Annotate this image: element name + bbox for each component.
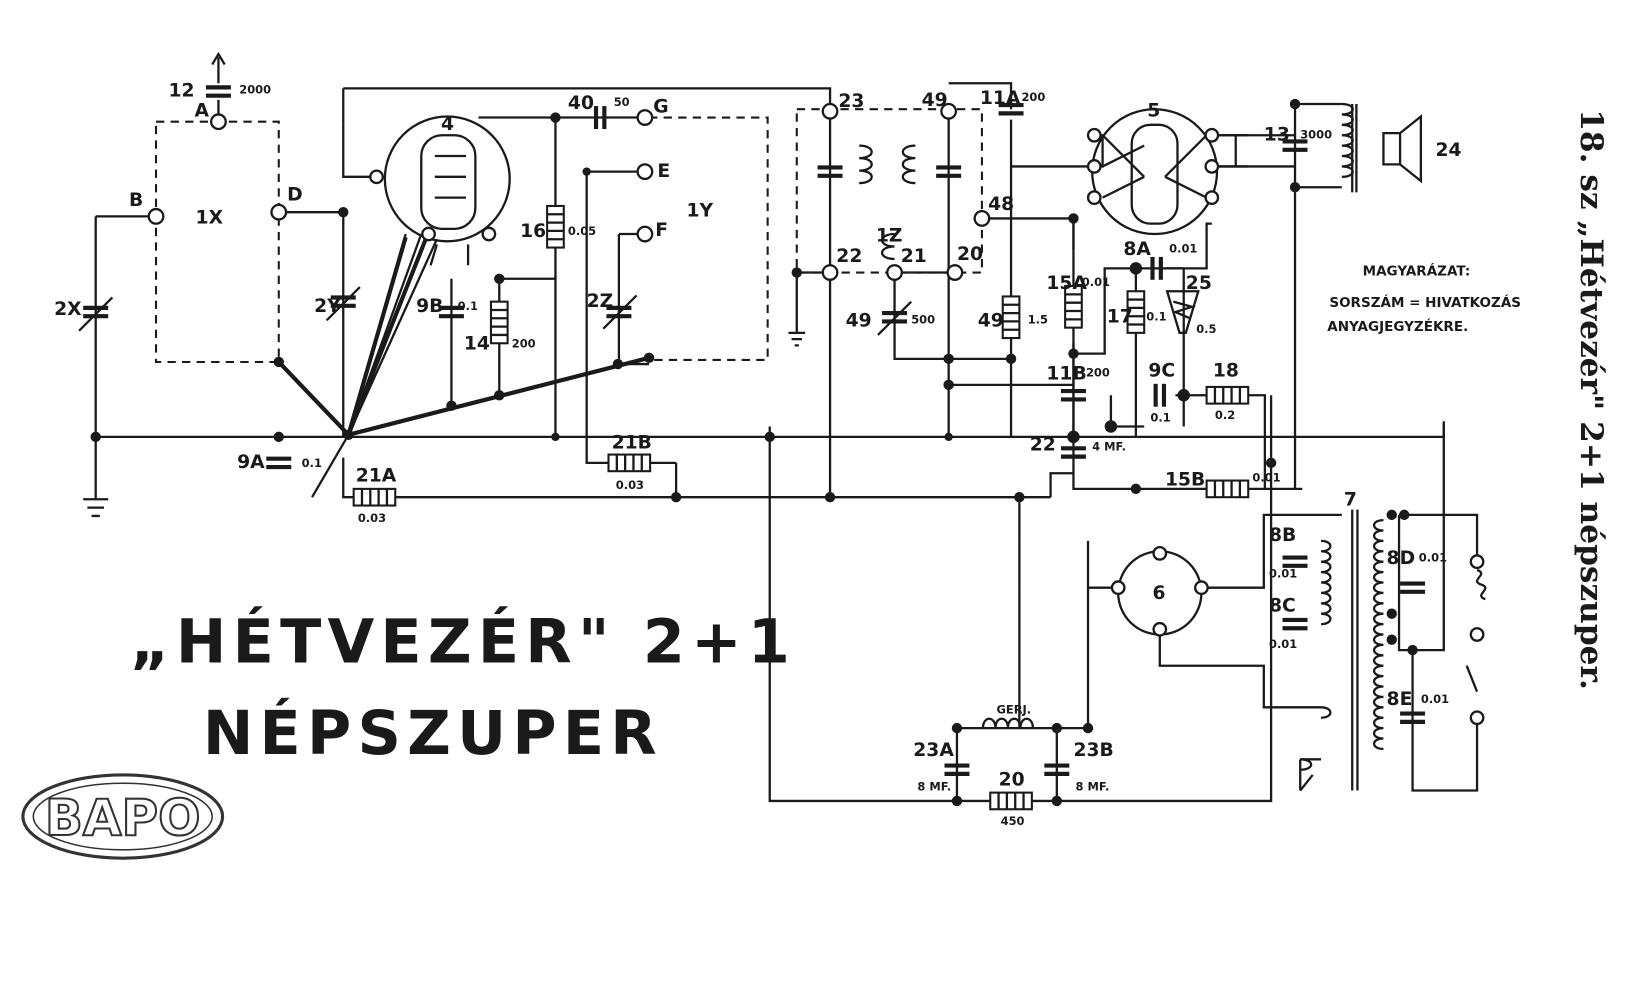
side-title: 18. sz „Hétvezér" 2+1 népszuper. [1573, 109, 1609, 690]
svg-text:7: 7 [1344, 490, 1357, 511]
svg-text:0.1: 0.1 [1146, 309, 1166, 323]
schematic-title: „HÉTVEZÉR" 2+1 NÉPSZUPER [130, 606, 796, 770]
svg-text:0.01: 0.01 [1252, 471, 1280, 485]
svg-text:B: B [129, 190, 143, 211]
svg-text:22: 22 [836, 246, 862, 267]
svg-text:23B: 23B [1073, 740, 1113, 761]
svg-text:8D: 8D [1387, 548, 1416, 569]
svg-text:0.01: 0.01 [1421, 692, 1449, 706]
svg-text:0.05: 0.05 [568, 224, 596, 238]
svg-text:0.1: 0.1 [1150, 410, 1170, 424]
svg-text:8 MF.: 8 MF. [1076, 780, 1110, 794]
svg-text:2X: 2X [54, 299, 82, 320]
svg-text:D: D [287, 185, 303, 206]
svg-text:21A: 21A [356, 466, 397, 487]
svg-text:11B: 11B [1046, 364, 1086, 385]
svg-text:GERJ.: GERJ. [996, 703, 1031, 717]
svg-text:0.2: 0.2 [1215, 408, 1235, 422]
svg-text:49: 49 [846, 311, 872, 332]
svg-text:1Z: 1Z [876, 225, 903, 246]
svg-text:13: 13 [1264, 124, 1290, 145]
svg-text:SORSZÁM = HIVATKOZÁS: SORSZÁM = HIVATKOZÁS [1329, 293, 1521, 311]
svg-text:0.1: 0.1 [302, 456, 322, 470]
svg-text:8E: 8E [1387, 689, 1413, 710]
svg-text:20: 20 [999, 769, 1025, 790]
svg-text:50: 50 [614, 95, 630, 109]
svg-text:9C: 9C [1148, 361, 1175, 382]
svg-text:23: 23 [838, 91, 864, 112]
svg-text:14: 14 [464, 333, 490, 354]
svg-text:15A: 15A [1046, 273, 1087, 294]
svg-text:1Y: 1Y [687, 200, 714, 221]
svg-text:49: 49 [978, 311, 1004, 332]
svg-text:G: G [653, 96, 668, 117]
svg-text:0.1: 0.1 [458, 299, 478, 313]
svg-text:25: 25 [1186, 273, 1212, 294]
svg-text:12: 12 [169, 81, 195, 102]
svg-text:17: 17 [1107, 306, 1133, 327]
svg-text:49: 49 [922, 90, 948, 111]
terminals [147, 102, 1485, 726]
svg-text:9B: 9B [416, 296, 443, 317]
svg-text:A: A [195, 100, 210, 121]
svg-text:9A: 9A [237, 452, 265, 473]
svg-text:1.5: 1.5 [1028, 312, 1048, 326]
svg-text:500: 500 [911, 312, 935, 326]
svg-text:21: 21 [901, 246, 927, 267]
component-labels: 12 2000 A B 1X D 2X 4 40 50 G E F 1Y 16 0.05 2Y 9… [54, 81, 1461, 828]
svg-text:F: F [655, 220, 668, 241]
wiring [83, 82, 1479, 803]
svg-text:6: 6 [1153, 583, 1166, 604]
svg-text:4 MF.: 4 MF. [1092, 439, 1126, 453]
legend: MAGYARÁZAT: SORSZÁM = HIVATKOZÁS ANYAGJE… [1327, 262, 1521, 335]
svg-text:0.01: 0.01 [1169, 242, 1197, 256]
svg-text:E: E [657, 161, 670, 182]
svg-text:200: 200 [512, 336, 536, 350]
svg-text:0.01: 0.01 [1269, 637, 1297, 651]
svg-text:22: 22 [1030, 434, 1056, 455]
svg-text:0.01: 0.01 [1269, 566, 1297, 580]
svg-text:0.03: 0.03 [358, 511, 386, 525]
svg-text:40: 40 [568, 93, 594, 114]
svg-text:2Z: 2Z [587, 291, 614, 312]
speaker-24-icon [1382, 114, 1423, 184]
svg-text:48: 48 [988, 194, 1014, 215]
components [78, 51, 1487, 811]
svg-text:0.5: 0.5 [1196, 322, 1216, 336]
svg-text:8B: 8B [1269, 525, 1296, 546]
svg-text:200: 200 [1021, 90, 1045, 104]
svg-text:0.01: 0.01 [1419, 551, 1447, 565]
svg-text:8C: 8C [1269, 596, 1296, 617]
svg-text:24: 24 [1435, 140, 1461, 161]
svg-text:450: 450 [1001, 814, 1025, 828]
svg-text:BAPO: BAPO [45, 789, 201, 847]
svg-text:21B: 21B [612, 432, 652, 453]
svg-text:0.01: 0.01 [1082, 275, 1110, 289]
title-line-2: NÉPSZUPER [203, 697, 663, 769]
svg-text:18: 18 [1213, 361, 1239, 382]
svg-text:0.03: 0.03 [616, 478, 644, 492]
svg-text:8 MF.: 8 MF. [917, 780, 951, 794]
svg-text:2000: 2000 [239, 83, 271, 97]
svg-text:11A: 11A [980, 88, 1021, 109]
svg-text:23A: 23A [913, 740, 954, 761]
title-line-1: „HÉTVEZÉR" 2+1 [130, 606, 796, 678]
svg-text:3000: 3000 [1300, 127, 1332, 141]
tube-4 [383, 115, 511, 266]
tube-5 [1091, 108, 1249, 236]
svg-text:5: 5 [1147, 100, 1160, 121]
svg-text:2Y: 2Y [314, 296, 341, 317]
bapo-logo: BAPO [21, 773, 225, 860]
svg-text:8A: 8A [1123, 239, 1151, 260]
svg-text:20: 20 [957, 244, 983, 265]
svg-text:ANYAGJEGYZÉKRE.: ANYAGJEGYZÉKRE. [1327, 317, 1468, 335]
svg-text:4: 4 [441, 114, 454, 135]
svg-text:15B: 15B [1165, 470, 1205, 491]
svg-text:MAGYARÁZAT:: MAGYARÁZAT: [1363, 262, 1471, 280]
svg-text:1X: 1X [196, 208, 224, 229]
svg-text:200: 200 [1086, 366, 1110, 380]
svg-text:16: 16 [520, 221, 546, 242]
junction-dots [90, 98, 1418, 807]
